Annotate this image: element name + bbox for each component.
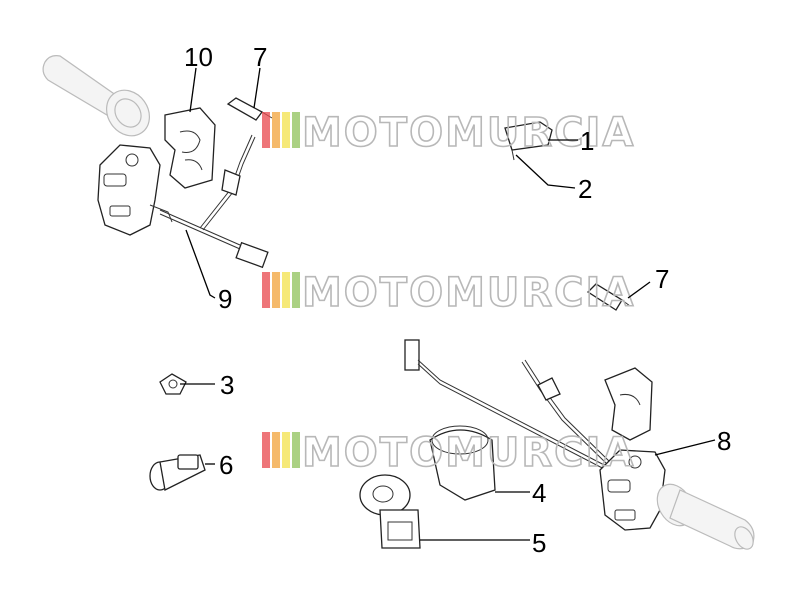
part-5-ignition	[359, 474, 421, 549]
callout-2: 2	[578, 174, 592, 204]
callout-8: 8	[717, 426, 731, 456]
part-3-clip	[159, 373, 187, 395]
callout-labels: 10 7 1 2 9 7 3 6 4 5 8	[184, 42, 731, 558]
watermark-text: MOTOMURCIA	[302, 270, 635, 316]
callout-5: 5	[532, 528, 546, 558]
part-1-switch	[504, 121, 553, 161]
right-clamp-cover	[604, 367, 653, 441]
callout-6: 6	[219, 450, 233, 480]
part-10-cover	[164, 107, 216, 189]
callout-10: 10	[184, 42, 213, 72]
callout-9: 9	[218, 284, 232, 314]
left-wiring-harness	[159, 134, 269, 269]
watermark-2: MOTOMURCIA	[262, 269, 635, 317]
callout-1: 1	[580, 126, 594, 156]
part-6-socket	[149, 454, 206, 491]
part-7-bulb-right	[586, 283, 631, 311]
callout-4: 4	[532, 478, 546, 508]
right-wiring-harness	[404, 339, 612, 473]
part-4-cover	[429, 425, 496, 501]
callout-7-top: 7	[253, 42, 267, 72]
watermark-text: MOTOMURCIA	[302, 430, 635, 476]
callout-7-right: 7	[655, 264, 669, 294]
callout-3: 3	[220, 370, 234, 400]
right-grip	[656, 483, 755, 550]
left-switch-housing	[97, 144, 173, 236]
leader-lines	[180, 67, 716, 541]
left-grip	[42, 55, 150, 137]
watermark-1: MOTOMURCIA	[262, 109, 635, 157]
watermark-text: MOTOMURCIA	[302, 110, 635, 156]
watermark-3: MOTOMURCIA	[262, 429, 635, 477]
